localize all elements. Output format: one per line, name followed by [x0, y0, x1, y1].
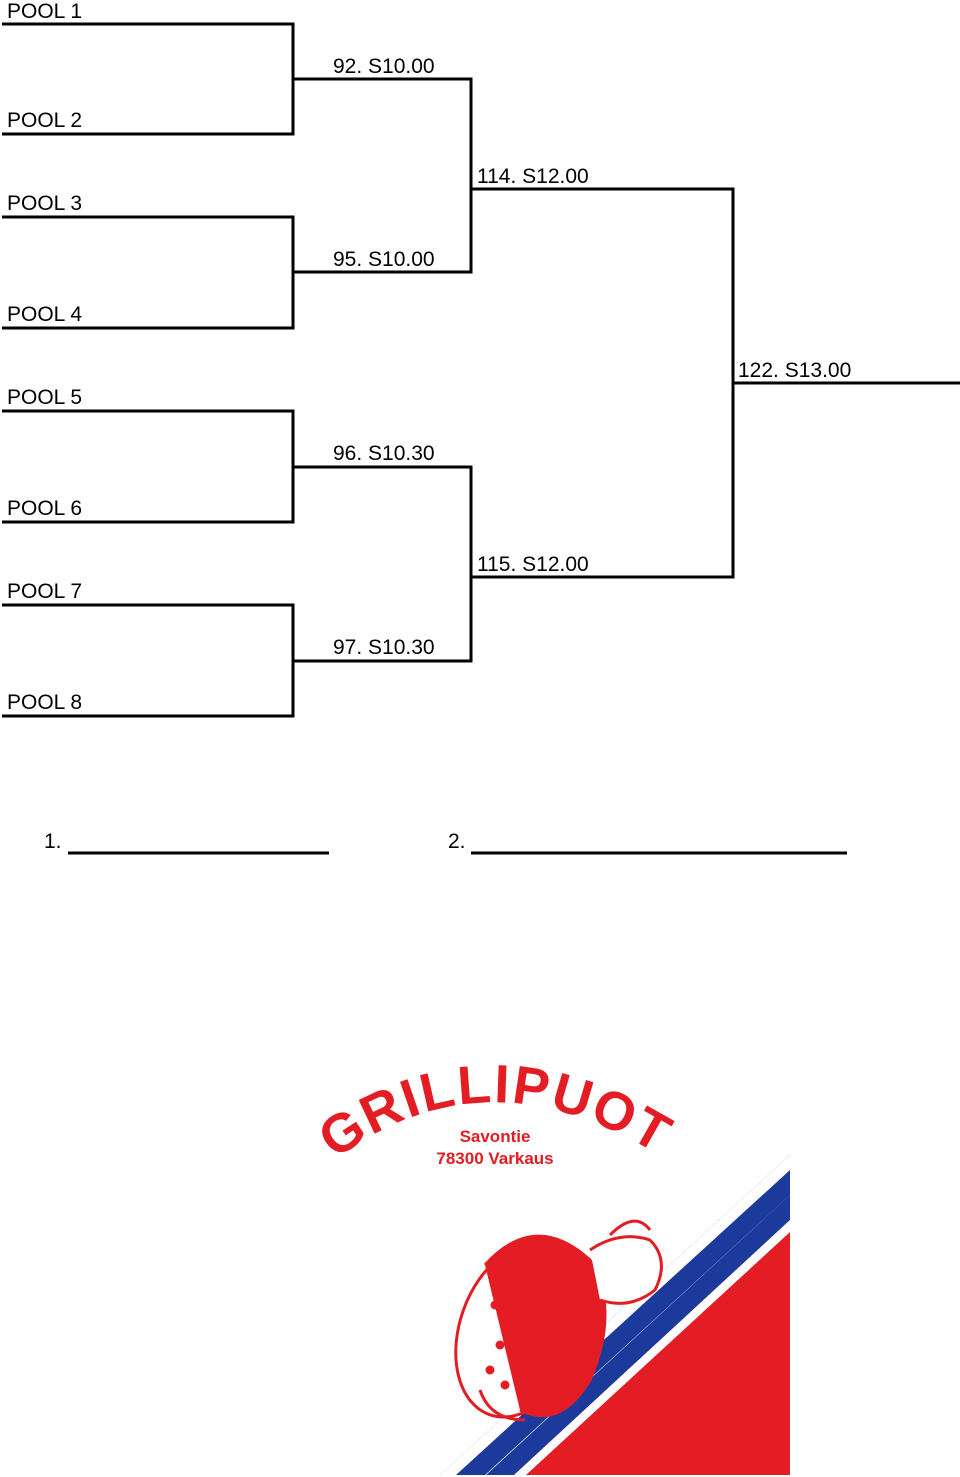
pool-8-label: POOL 8 — [7, 691, 83, 714]
logo-street-text: Savontie — [460, 1127, 531, 1146]
burger-illustration — [454, 1219, 663, 1422]
pool-6-label: POOL 6 — [7, 497, 83, 520]
match-114-label: 114. S12.00 — [477, 165, 589, 188]
match-92-label: 92. S10.00 — [333, 55, 435, 78]
pool-4-label: POOL 4 — [7, 303, 83, 326]
bracket-lines — [2, 22, 960, 855]
grillipuoti-logo: GRILLIPUOTI Savontie 78300 Varkaus — [290, 1060, 790, 1475]
semi-connector — [471, 187, 735, 579]
second-place-label: 2. — [448, 830, 466, 853]
pool-1-label: POOL 1 — [7, 0, 83, 23]
pool-2-label: POOL 2 — [7, 109, 83, 132]
first-place-label: 1. — [44, 830, 62, 853]
match-115-label: 115. S12.00 — [477, 553, 589, 576]
match-95-label: 95. S10.00 — [333, 248, 435, 271]
r2-upper-connector — [293, 77, 473, 274]
match-97-label: 97. S10.30 — [333, 636, 435, 659]
pool-3-label: POOL 3 — [7, 192, 83, 215]
match-96-label: 96. S10.30 — [333, 442, 435, 465]
match-122-final-label: 122. S13.00 — [738, 359, 852, 382]
r2-lower-connector — [293, 465, 473, 663]
pool-7-label: POOL 7 — [7, 580, 83, 603]
pool-5-label: POOL 5 — [7, 386, 83, 409]
logo-city-text: 78300 Varkaus — [436, 1149, 553, 1168]
